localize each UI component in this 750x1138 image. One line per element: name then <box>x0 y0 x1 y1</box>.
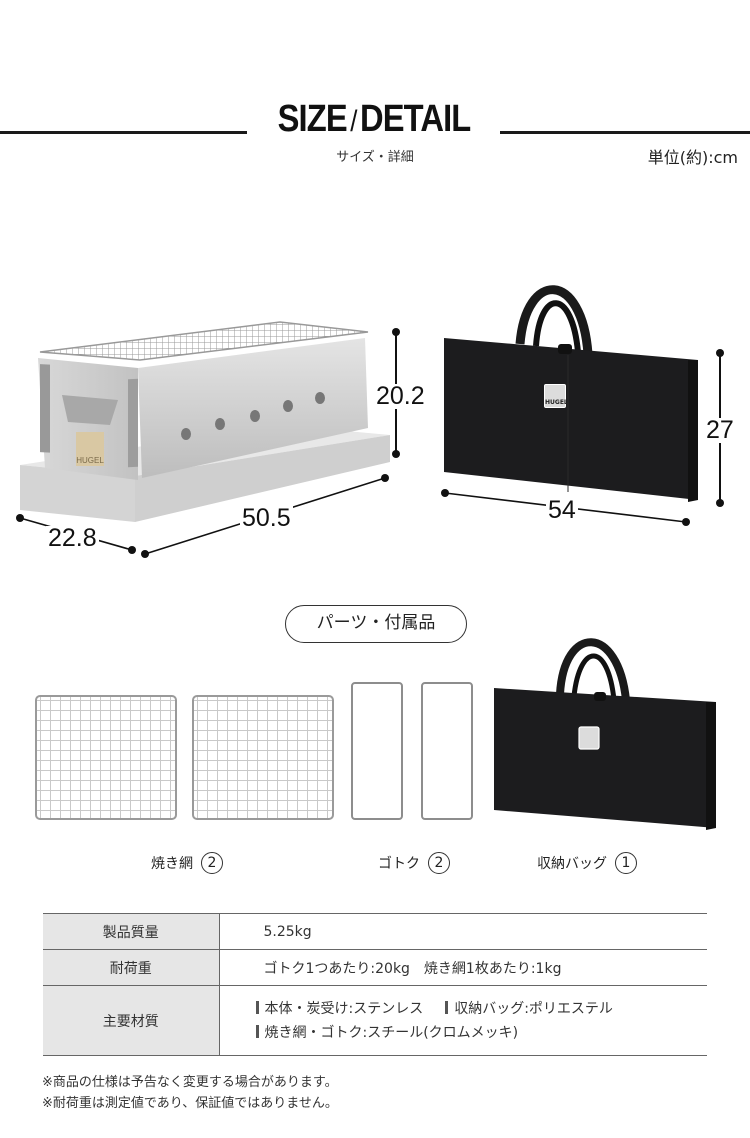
title-separator: / <box>350 105 357 138</box>
part-name: 収納バッグ <box>537 856 607 872</box>
spec-value: 5.25kg <box>263 923 312 940</box>
title-size: SIZE <box>277 98 348 140</box>
svg-text:HUGEL: HUGEL <box>76 456 104 465</box>
unit-label: 単位(約):cm <box>647 148 738 167</box>
part-caption-gotoku: ゴトク 2 <box>378 852 450 874</box>
page-title: SIZE/DETAIL <box>269 98 479 141</box>
material-line: 焼き網・ゴトク:スチール(クロムメッキ) <box>255 1021 708 1045</box>
bullet-bar-icon <box>445 1000 449 1014</box>
grill-net-image <box>35 695 177 820</box>
bag-logo-text: HUGEL <box>545 399 568 406</box>
spec-value: 本体・炭受け:ステンレス 収納バッグ:ポリエステル 焼き網・ゴトク:スチール(クロ… <box>219 986 707 1056</box>
gotoku-image <box>421 682 473 820</box>
material-net: 焼き網・ゴトク:スチール(クロムメッキ) <box>264 1024 519 1041</box>
part-name: ゴトク <box>378 856 420 872</box>
spec-row-load: 耐荷重 ゴトク1つあたり:20kg 焼き網1枚あたり:1kg <box>43 949 707 986</box>
part-qty-badge: 2 <box>201 852 223 874</box>
dim-dot <box>392 328 400 336</box>
grill-width-label: 50.5 <box>240 504 293 532</box>
bullet-bar-icon <box>255 1000 259 1014</box>
part-caption-grill-net: 焼き網 2 <box>151 852 223 874</box>
grill-illustration: HUGEL <box>0 300 440 570</box>
page-subtitle: サイズ・詳細 <box>336 150 414 165</box>
material-bag: 収納バッグ:ポリエステル <box>454 1000 613 1017</box>
spec-label: 耐荷重 <box>43 949 220 986</box>
header-rule-right <box>500 131 750 134</box>
spec-label: 製品質量 <box>43 913 220 950</box>
bag-width-label: 54 <box>546 496 578 524</box>
bag-logo: HUGEL <box>544 384 568 408</box>
spec-value: ゴトク1つあたり:20kg 焼き網1枚あたり:1kg <box>263 960 562 977</box>
parts-heading: パーツ・付属品 <box>285 605 467 643</box>
header-rule-left <box>0 131 247 134</box>
footnote: ※耐荷重は測定値であり、保証値ではありません。 <box>42 1096 338 1111</box>
footnote: ※商品の仕様は予告なく変更する場合があります。 <box>42 1075 338 1090</box>
dim-dot <box>716 349 724 357</box>
footnotes: ※商品の仕様は予告なく変更する場合があります。 ※耐荷重は測定値であり、保証値で… <box>42 1072 338 1114</box>
part-qty-badge: 1 <box>615 852 637 874</box>
bag-part-drawing <box>494 638 716 830</box>
gotoku-image <box>351 682 403 820</box>
spec-row-material: 主要材質 本体・炭受け:ステンレス 収納バッグ:ポリエステル 焼き網・ゴトク:スチ… <box>43 985 707 1056</box>
grill-net-image <box>192 695 334 820</box>
dim-dot <box>392 450 400 458</box>
grill-drawing: HUGEL <box>20 321 390 522</box>
bag-height-label: 27 <box>704 416 736 444</box>
material-body: 本体・炭受け:ステンレス <box>264 1000 424 1017</box>
material-line: 本体・炭受け:ステンレス 収納バッグ:ポリエステル <box>255 997 708 1021</box>
bag-drawing <box>444 285 698 502</box>
part-caption-bag: 収納バッグ 1 <box>537 852 637 874</box>
title-detail: DETAIL <box>359 98 471 140</box>
spec-row-weight: 製品質量 5.25kg <box>43 913 707 950</box>
bullet-bar-icon <box>255 1024 259 1038</box>
bag-part-image <box>490 630 720 830</box>
grill-depth-label: 22.8 <box>46 524 99 552</box>
spec-table: 製品質量 5.25kg 耐荷重 ゴトク1つあたり:20kg 焼き網1枚あたり:1… <box>43 913 707 1056</box>
dim-dot <box>716 499 724 507</box>
spec-label: 主要材質 <box>43 985 220 1056</box>
grill-height-label: 20.2 <box>374 382 427 410</box>
part-qty-badge: 2 <box>428 852 450 874</box>
bag-illustration <box>440 280 710 510</box>
part-name: 焼き網 <box>151 856 193 872</box>
